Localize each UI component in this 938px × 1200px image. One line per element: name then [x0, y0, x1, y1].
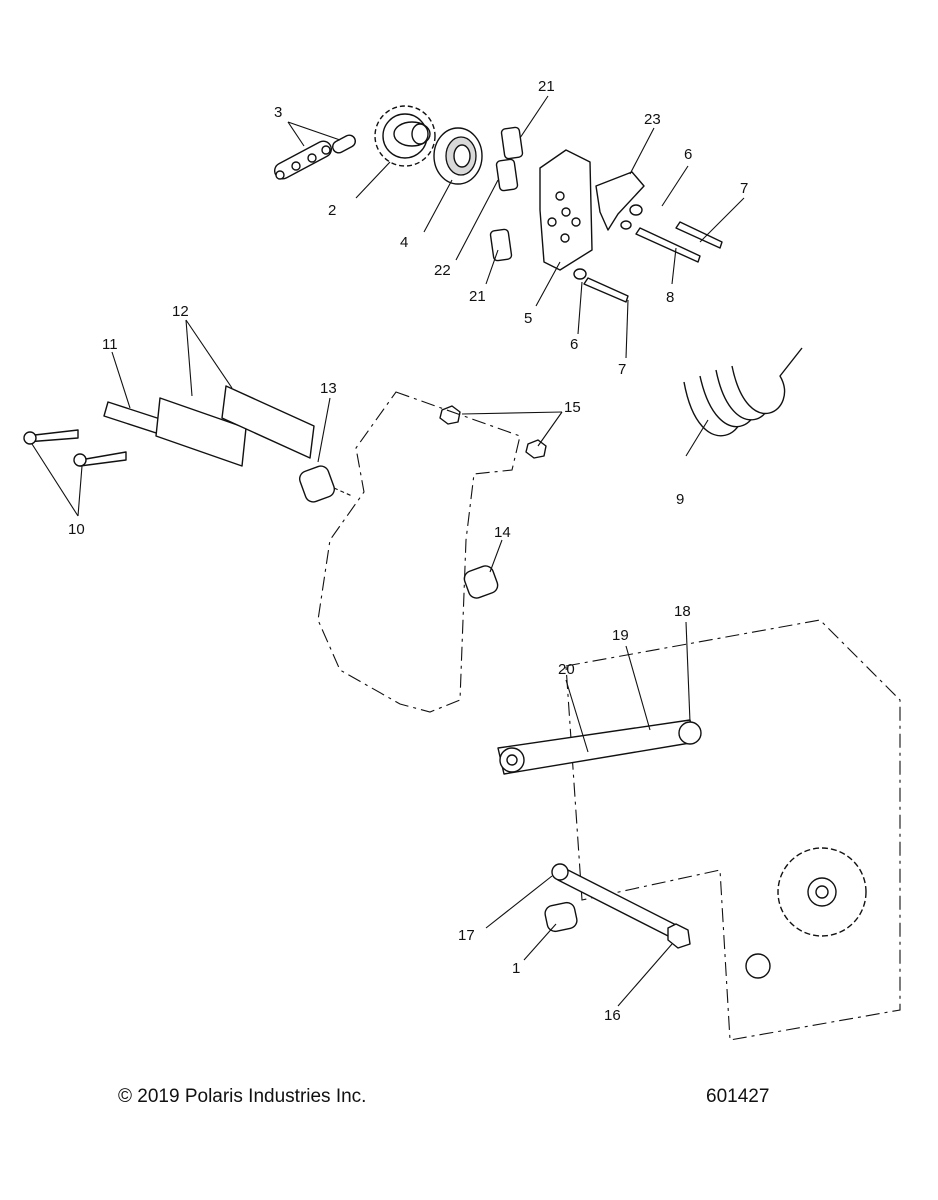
leader-lines: [31, 95, 745, 1007]
callout-5: 5: [524, 310, 532, 327]
hose-clamp-part: [683, 347, 803, 437]
nut-part: [439, 405, 547, 459]
callout-4: 4: [400, 234, 408, 251]
callout-3: 3: [274, 104, 282, 121]
callout-16: 16: [604, 1007, 621, 1024]
callout-18: 18: [674, 603, 691, 620]
chassis-frame-phantom: [317, 391, 521, 713]
callout-1: 1: [512, 960, 520, 977]
axle-bolt-part: [544, 863, 691, 949]
callout-9: 9: [676, 491, 684, 508]
callout-14: 14: [494, 524, 511, 541]
callout-21-top: 21: [538, 78, 555, 95]
callout-7-bottom: 7: [618, 361, 626, 378]
callout-7-top: 7: [740, 180, 748, 197]
callout-22: 22: [434, 262, 451, 279]
callout-23: 23: [644, 111, 661, 128]
callout-2: 2: [328, 202, 336, 219]
callout-6-top: 6: [684, 146, 692, 163]
bearing-part: [433, 127, 483, 185]
spacer-part: [489, 126, 524, 262]
callout-21-bottom: 21: [469, 288, 486, 305]
mounting-bolt-part: [23, 429, 127, 467]
chain-link-part: [273, 134, 356, 180]
callout-12: 12: [172, 303, 189, 320]
washer-part: [573, 204, 643, 280]
callout-13: 13: [320, 380, 337, 397]
callout-6-bottom: 6: [570, 336, 578, 353]
callout-10: 10: [68, 521, 85, 538]
slide-block-part: [103, 385, 315, 467]
callout-labels: 3 2 4 21 22 21 5 23 6 7 8 6 7 12 11 10 1…: [68, 78, 748, 1024]
callout-17: 17: [458, 927, 475, 944]
callout-19: 19: [612, 627, 629, 644]
driven-sprocket-part: [745, 847, 867, 979]
guard-bracket-part: [595, 171, 645, 231]
callout-8: 8: [666, 289, 674, 306]
callout-11: 11: [102, 336, 118, 353]
rear-chassis-phantom: [565, 619, 901, 1041]
drawing-number: 601427: [706, 1086, 770, 1107]
bearing-plate-part: [539, 149, 593, 271]
bushing-part: [298, 465, 499, 599]
torque-arm-part: [497, 719, 702, 775]
drive-sprocket-part: [374, 105, 436, 167]
callout-15: 15: [564, 399, 581, 416]
copyright-notice: © 2019 Polaris Industries Inc.: [118, 1086, 367, 1107]
bolt-part: [583, 221, 723, 303]
callout-20: 20: [558, 661, 575, 678]
